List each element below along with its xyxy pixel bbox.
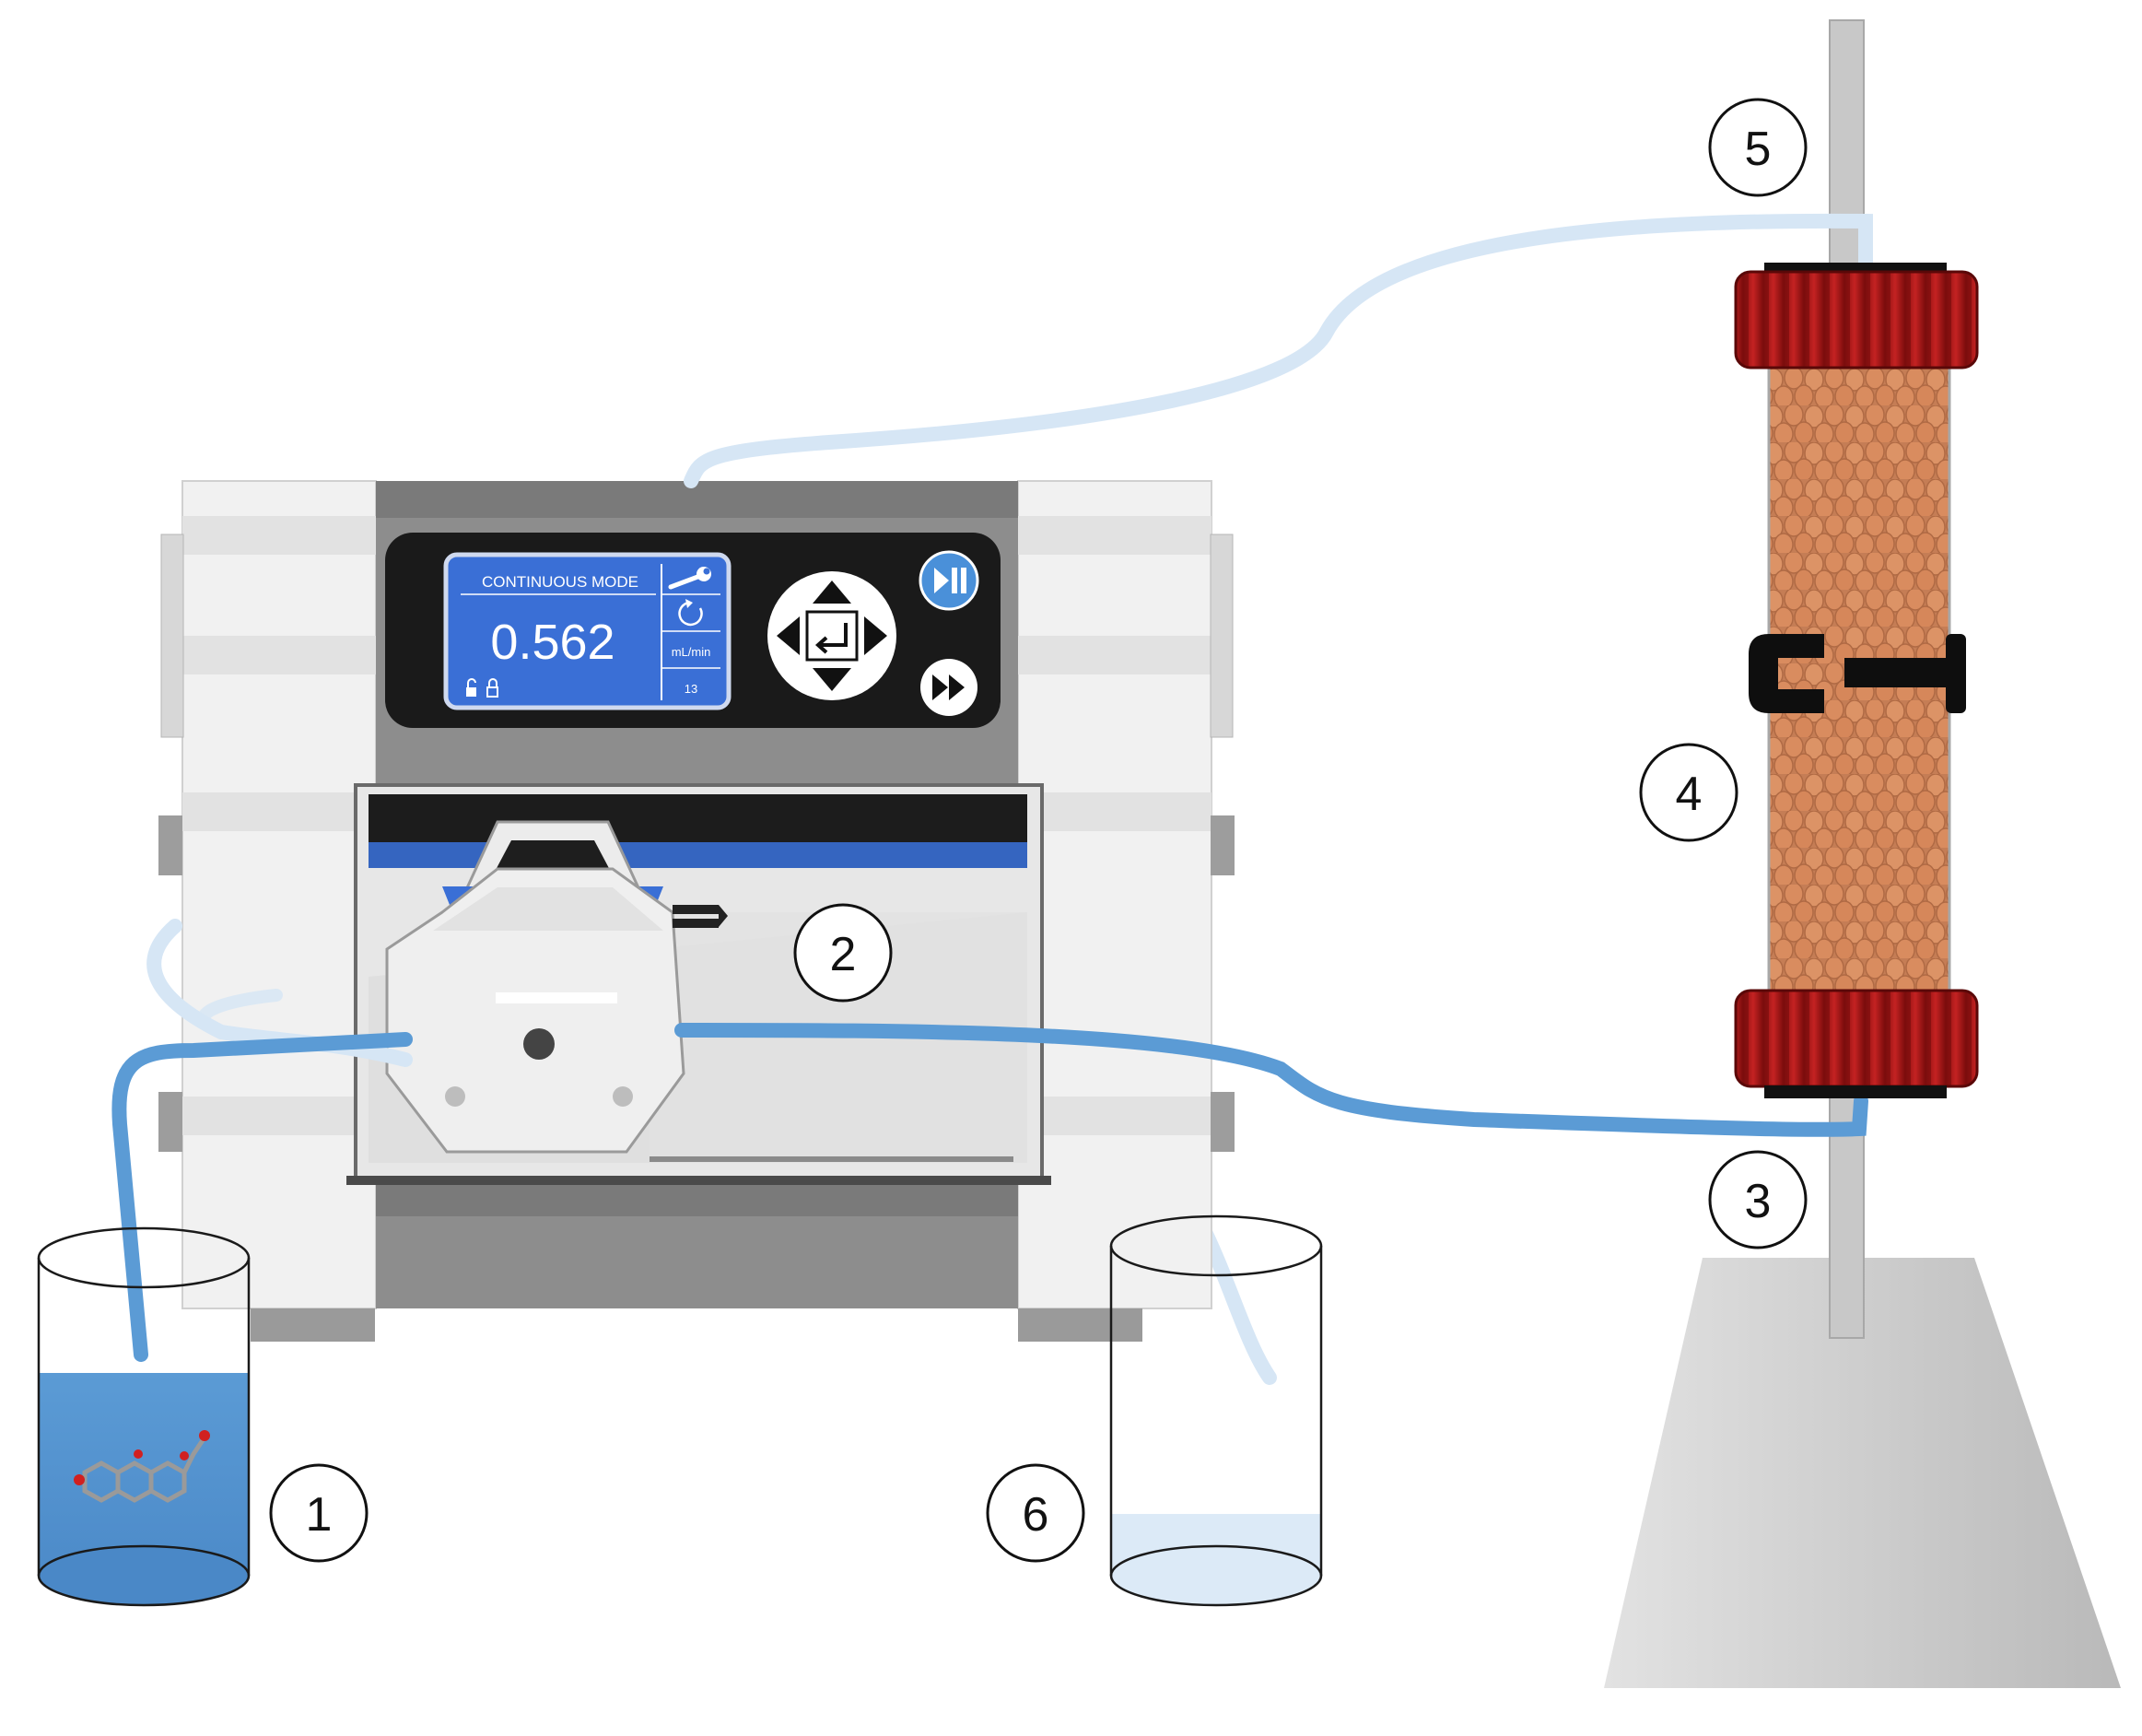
rotor-axle [523, 1028, 555, 1060]
callout-6-label: 6 [1023, 1488, 1049, 1542]
flow-rate-value: 0.562 [490, 615, 615, 670]
counter-value: 13 [685, 682, 697, 696]
lock-icon [466, 678, 498, 698]
return-tube-from-column [684, 213, 1873, 488]
inlet-tube [111, 1032, 413, 1362]
callout-6: 6 [986, 1463, 1085, 1563]
pump-right-casing [1017, 480, 1212, 1309]
lcd-display: CONTINUOUS MODE 0.562 mL/min 13 [443, 552, 732, 710]
column-bottom-cap [1734, 989, 1979, 1088]
flow-unit-label: mL/min [672, 645, 711, 659]
callout-5: 5 [1708, 98, 1808, 197]
feed-tube-to-column [674, 1023, 1868, 1137]
callout-2-label: 2 [830, 928, 857, 981]
pump-rotor-head [385, 820, 728, 1154]
callout-3: 3 [1708, 1150, 1808, 1249]
fast-forward-icon[interactable] [920, 659, 977, 716]
molecule-icon [74, 1430, 210, 1503]
callout-2: 2 [793, 903, 893, 1003]
column-clamp [1749, 634, 1966, 713]
callout-1: 1 [269, 1463, 369, 1563]
direction-pad-icon[interactable] [767, 571, 896, 700]
play-pause-icon[interactable] [919, 550, 979, 611]
wrench-icon [668, 567, 711, 590]
peristaltic-pump: CONTINUOUS MODE 0.562 mL/min 13 [158, 480, 1235, 1342]
callout-3-label: 3 [1745, 1175, 1772, 1228]
column-top-cap [1734, 270, 1979, 369]
stand-base [1604, 1258, 2121, 1688]
mode-label: CONTINUOUS MODE [482, 573, 638, 591]
rotate-icon [678, 599, 703, 627]
callout-1-label: 1 [306, 1488, 333, 1542]
callout-4-label: 4 [1676, 768, 1703, 821]
callout-4: 4 [1639, 743, 1738, 842]
collection-beaker [1109, 1214, 1323, 1607]
callout-5-label: 5 [1745, 123, 1772, 176]
feed-beaker [37, 1226, 251, 1607]
pump-head-cover [385, 867, 685, 1154]
